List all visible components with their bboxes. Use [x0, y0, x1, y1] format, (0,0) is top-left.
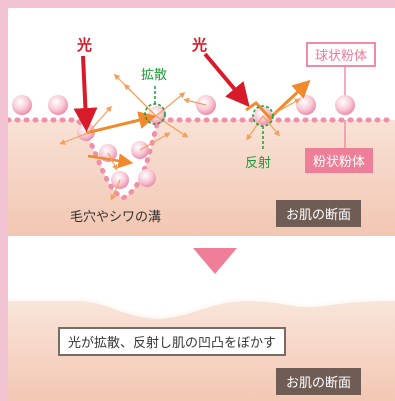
light-label-2: 光 — [192, 36, 208, 54]
pore-caption: 毛穴やシワの溝 — [70, 210, 162, 225]
spherical-powder-label: 球状粉体 — [306, 42, 377, 67]
flat-powder-label: 粉状粉体 — [305, 148, 374, 173]
summary-caption: 光が拡散、反射し肌の凹凸をぼかす — [58, 327, 287, 356]
incoming-light-arrow-2 — [203, 52, 250, 108]
skin-cross-section-tag-top: お肌の断面 — [276, 200, 362, 227]
light-label-1: 光 — [77, 36, 93, 54]
reflect-arrow-1 — [85, 111, 157, 135]
reflect-arrow-2 — [245, 79, 311, 121]
flat-powder-line — [8, 117, 395, 201]
reflect-label: 反射 — [245, 156, 272, 171]
down-arrow — [193, 248, 237, 274]
skin-cross-section-tag-bottom: お肌の断面 — [276, 368, 362, 395]
scatter-label: 拡散 — [141, 68, 168, 83]
diagram-panel: 光 光 拡散 反射 球状粉体 粉状粉体 毛穴やシワの溝 お肌の断面 光が拡散、反… — [8, 8, 395, 401]
reflect-arrow-3 — [87, 153, 134, 169]
scatter-arrows — [59, 73, 301, 201]
incoming-light-arrow-1 — [73, 55, 98, 132]
